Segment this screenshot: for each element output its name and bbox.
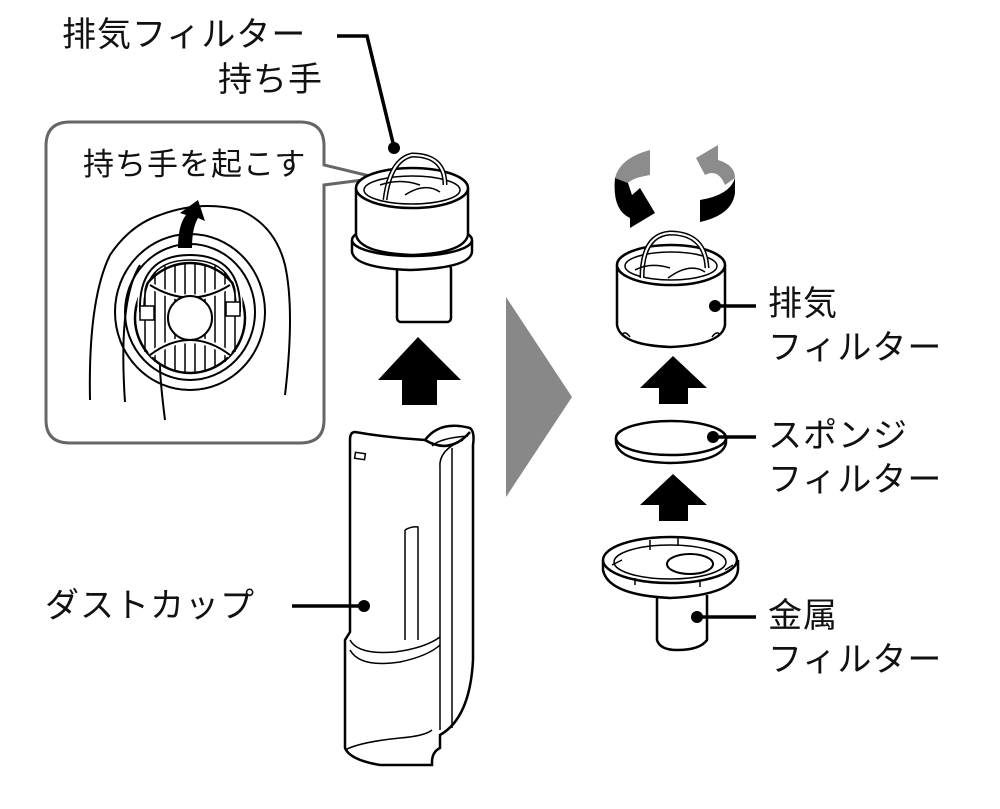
handle-leader-line <box>337 34 400 154</box>
exhaust-filter-leader-line <box>709 300 756 312</box>
handle-label-line1: 排気フィルター <box>62 15 307 55</box>
exhaust-filter-with-handle <box>350 152 474 324</box>
callout-box <box>44 120 379 445</box>
exhaust-filter-illustration <box>615 230 727 349</box>
metal-filter-label-line1: 金属 <box>768 596 838 636</box>
up-arrow-icon-right-upper <box>640 356 707 404</box>
lift-handle-arrow-icon <box>178 200 205 248</box>
sponge-filter-illustration <box>614 419 728 465</box>
callout-filter-illustration <box>88 205 291 421</box>
next-step-triangle-icon <box>506 297 572 497</box>
sponge-filter-leader-line <box>707 431 756 443</box>
handle-label-line2: 持ち手 <box>218 60 323 100</box>
dust-cup-label: ダストカップ <box>45 586 255 626</box>
dust-cup-leader-line <box>292 600 370 612</box>
sponge-filter-label-line1: スポンジ <box>768 416 908 456</box>
exhaust-filter-label-line2: フィルター <box>768 328 943 368</box>
exhaust-filter-label-line1: 排気 <box>768 284 838 324</box>
rotate-arrows-icon <box>614 145 735 228</box>
metal-filter-illustration <box>601 535 740 652</box>
metal-filter-label-line2: フィルター <box>768 640 943 680</box>
up-arrow-icon-right-lower <box>640 474 707 521</box>
dust-cup-illustration <box>343 424 475 767</box>
up-arrow-icon-left <box>378 337 461 405</box>
sponge-filter-label-line2: フィルター <box>768 460 943 500</box>
callout-instruction: 持ち手を起こす <box>83 147 307 183</box>
metal-filter-leader-line <box>691 611 756 623</box>
